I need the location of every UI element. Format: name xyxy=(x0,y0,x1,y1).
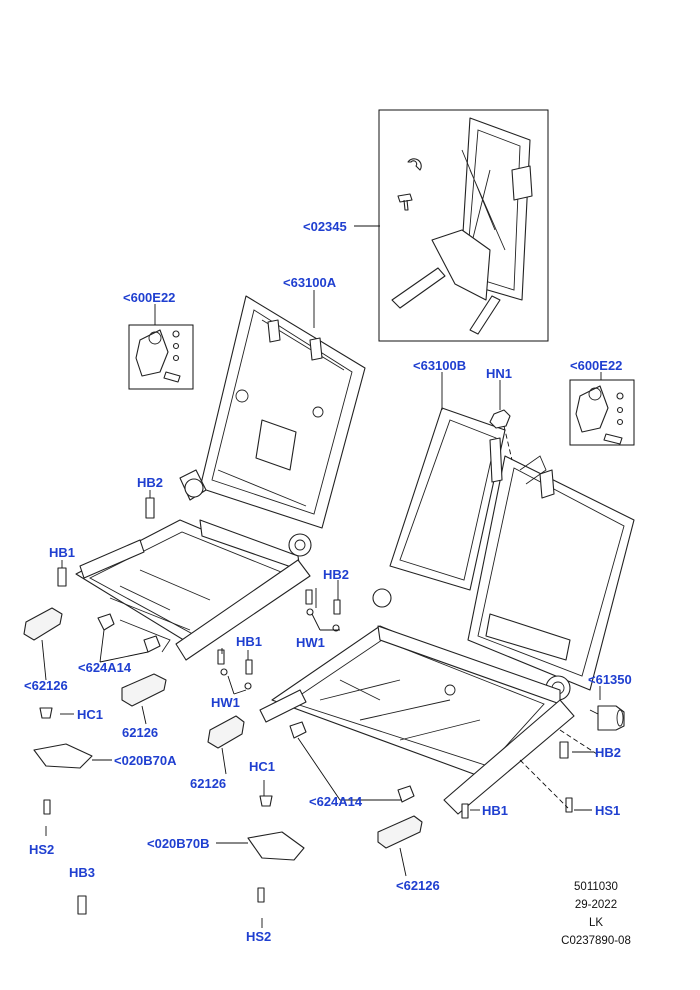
bracket-020B70A xyxy=(33,743,93,769)
callout-HB1-b[interactable]: HB1 xyxy=(236,634,262,649)
callout-HB3[interactable]: HB3 xyxy=(69,865,95,880)
callout-HS2-a[interactable]: HS2 xyxy=(29,842,54,857)
clip-HC1-b xyxy=(259,795,273,807)
bolt-HB2-a xyxy=(145,497,155,519)
motor-right-icon xyxy=(575,385,609,433)
backrest-left-panel xyxy=(255,419,297,471)
leader-lines xyxy=(41,225,602,928)
cover-62126-d xyxy=(377,815,423,849)
callout-62126-a[interactable]: <62126 xyxy=(24,678,68,693)
cover-62126-a xyxy=(23,607,63,641)
callout-HW1-a[interactable]: HW1 xyxy=(296,635,325,650)
inset-clip-icon xyxy=(407,158,422,171)
small-parts xyxy=(23,409,625,915)
ref-code: 5011030 xyxy=(574,881,618,893)
ref-model: LK xyxy=(589,917,603,929)
backrest-frame-left xyxy=(179,295,366,557)
callout-020B70A[interactable]: <020B70A xyxy=(114,753,177,768)
screw-HS2-a xyxy=(43,799,51,815)
callout-61350[interactable]: <61350 xyxy=(588,672,632,687)
backrest-frame-right xyxy=(372,407,635,701)
ref-date: 29-2022 xyxy=(575,899,617,911)
recliner-left xyxy=(288,533,312,557)
bolt-HB1-a xyxy=(57,567,67,587)
callout-labels: <02345 <63100A <600E22 <600E22 <63100B H… xyxy=(24,219,632,944)
cover-62126-b xyxy=(121,673,167,707)
clip-624A14-a1 xyxy=(97,613,115,631)
bolt-HB2-c xyxy=(559,741,569,759)
clip-624A14-b2 xyxy=(397,785,415,803)
inset-frame xyxy=(378,109,549,342)
screw-HS1 xyxy=(565,797,573,813)
callout-HB1-a[interactable]: HB1 xyxy=(49,545,75,560)
motor-inset-left xyxy=(128,324,194,390)
callout-600E22-left[interactable]: <600E22 xyxy=(123,290,175,305)
bolt-HB1-c xyxy=(461,803,469,819)
callout-HC1-a[interactable]: HC1 xyxy=(77,707,103,722)
bolt-HB2-b xyxy=(305,589,313,605)
clip-624A14-a2 xyxy=(143,635,161,653)
washer-HW1-b xyxy=(220,668,228,676)
cover-62126-c xyxy=(207,715,245,749)
screw-HS2-b xyxy=(257,887,265,903)
nut-HN1 xyxy=(489,409,511,429)
callout-HW1-b[interactable]: HW1 xyxy=(211,695,240,710)
callout-63100B[interactable]: <63100B xyxy=(413,358,466,373)
washer-HW1-a xyxy=(306,608,314,616)
callout-HB2-c[interactable]: HB2 xyxy=(595,745,621,760)
callout-600E22-right[interactable]: <600E22 xyxy=(570,358,622,373)
clip-HC1-a xyxy=(39,707,53,719)
inset-mount-right xyxy=(469,295,501,335)
inset-screw-icon xyxy=(397,193,413,211)
callout-62126-c[interactable]: 62126 xyxy=(190,776,226,791)
callout-HC1-b[interactable]: HC1 xyxy=(249,759,275,774)
motor-inset-right xyxy=(569,379,635,446)
callout-624A14-b[interactable]: <624A14 xyxy=(309,794,363,809)
callout-62126-d[interactable]: <62126 xyxy=(396,878,440,893)
reference-block: 5011030 29-2022 LK C0237890-08 xyxy=(561,881,631,947)
motor-left-icon xyxy=(135,329,169,377)
bracket-020B70B xyxy=(247,831,305,861)
callout-62126-b[interactable]: 62126 xyxy=(122,725,158,740)
callout-HB2-b[interactable]: HB2 xyxy=(323,567,349,582)
cushion-frame-left xyxy=(75,519,311,661)
ref-illustration-id: C0237890-08 xyxy=(561,935,631,947)
callout-624A14-a[interactable]: <624A14 xyxy=(78,660,132,675)
callout-63100A[interactable]: <63100A xyxy=(283,275,337,290)
callout-020B70B[interactable]: <020B70B xyxy=(147,836,210,851)
clip-624A14-b1 xyxy=(289,721,307,739)
bolt-HB1-b xyxy=(217,649,225,665)
callout-HB2-a[interactable]: HB2 xyxy=(137,475,163,490)
callout-HS2-b[interactable]: HS2 xyxy=(246,929,271,944)
inset-mount-left xyxy=(391,267,446,309)
callout-02345[interactable]: <02345 xyxy=(303,219,347,234)
bolt-HB3 xyxy=(77,895,87,915)
cushion-frame-right xyxy=(259,625,575,815)
inset-backrest-detail xyxy=(378,109,549,342)
callout-HS1[interactable]: HS1 xyxy=(595,803,620,818)
callout-HB1-c[interactable]: HB1 xyxy=(482,803,508,818)
callout-HN1[interactable]: HN1 xyxy=(486,366,512,381)
